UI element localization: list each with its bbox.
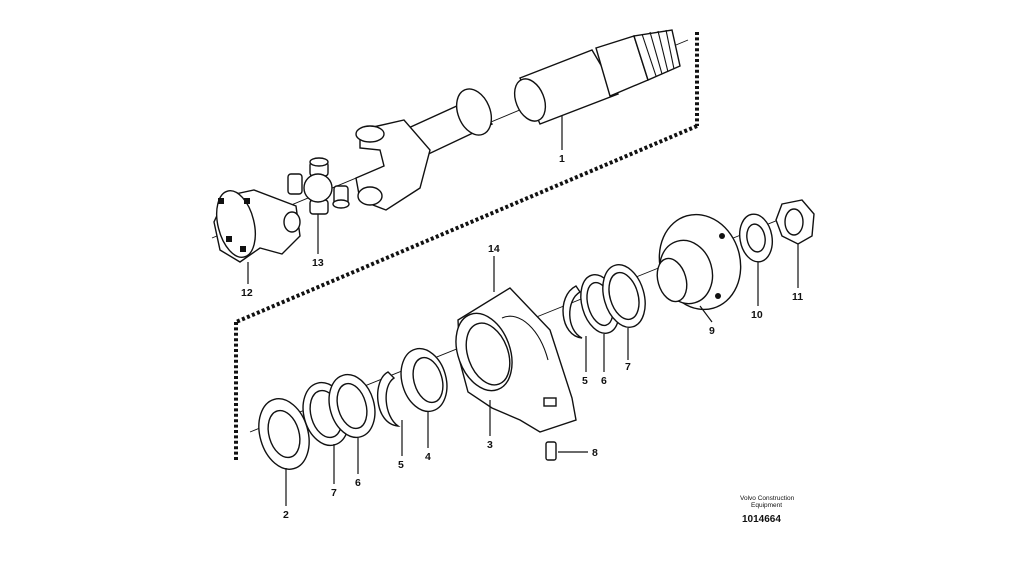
callout-6-right: 6 [601, 375, 607, 387]
assembly-bracket [234, 32, 699, 460]
flange-yoke [213, 189, 301, 263]
callout-3: 3 [487, 439, 493, 451]
brand-line-1: Volvo Construction [740, 495, 795, 502]
callout-9: 9 [709, 325, 715, 337]
callout-8: 8 [592, 447, 598, 459]
callout-13: 13 [312, 257, 324, 269]
propeller-shaft [403, 29, 681, 159]
callout-labels: 1 2 3 4 5 5 6 6 7 7 8 9 10 11 12 13 14 [241, 153, 803, 521]
hex-nut [775, 199, 815, 245]
left-bearing-set [258, 347, 448, 470]
callout-1: 1 [559, 153, 565, 165]
shaft-yoke [355, 119, 431, 211]
right-bearing-set [562, 264, 646, 339]
universal-joint-cross [287, 157, 350, 215]
companion-flange [656, 213, 742, 311]
callout-11: 11 [792, 291, 803, 303]
callout-7-left: 7 [331, 487, 337, 499]
callout-6-left: 6 [355, 477, 361, 489]
callout-5-right: 5 [582, 375, 588, 387]
bearing-bracket [455, 287, 577, 461]
drawing-number: 1014664 [742, 514, 781, 525]
callout-14: 14 [488, 243, 500, 255]
callout-5-left: 5 [398, 459, 404, 471]
drawing-footer: Volvo Construction Equipment 1014664 [740, 495, 795, 525]
brand-line-2: Equipment [751, 502, 782, 509]
callout-2: 2 [283, 509, 289, 521]
callout-7-right: 7 [625, 361, 631, 373]
callout-10: 10 [751, 309, 763, 321]
washer [739, 213, 773, 263]
callout-4: 4 [425, 451, 431, 463]
callout-12: 12 [241, 287, 253, 299]
leader-lines [247, 116, 799, 506]
